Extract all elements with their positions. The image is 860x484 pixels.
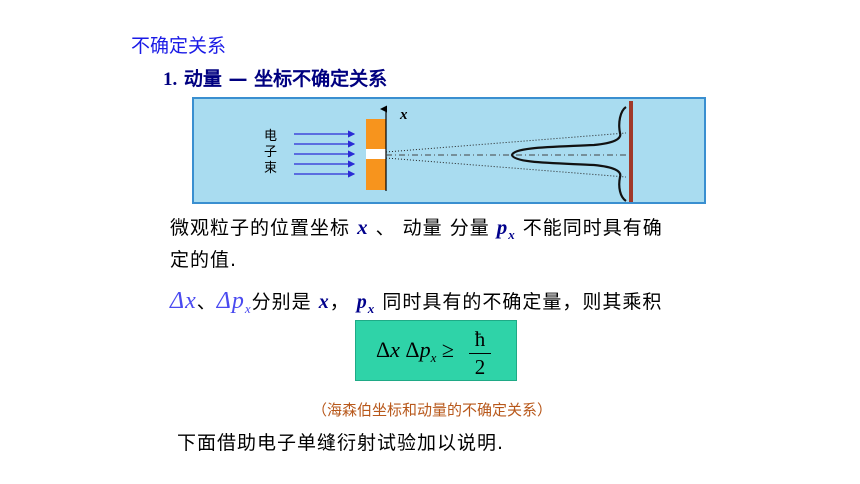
uncertainty-formula-box: Δx Δpx ≥ ħ 2 [355,320,517,381]
numerator: ħ [474,327,486,351]
var-x: x [318,291,330,313]
text-segment: 、 动量 分量 [375,217,490,239]
bottom-text: 下面借助电子单缝衍射试验加以说明. [177,432,505,454]
var-p: px [496,215,516,242]
text-segment: ， [329,291,350,313]
heisenberg-note: （海森伯坐标和动量的不确定关系） [312,401,553,419]
uncertainty-formula: Δx Δpx ≥ [376,337,454,365]
hbar-over-2-fraction: ħ 2 [469,327,491,380]
delta-p: Δpx [216,288,252,316]
electron-beam-label: 电 子 束 [264,129,277,177]
paragraph-line-3: Δx、Δpx分别是 x， px 同时具有的不确定量，则其乘积 [170,287,662,317]
subtitle: 1. 动量 — 坐标不确定关系 [163,64,387,91]
text-segment: 分别是 [251,291,312,313]
diffraction-intensity-curve [510,106,627,202]
divergence-line-lower [385,157,627,178]
electron-beam-arrows [294,130,356,178]
subtitle-number: 1. [163,69,178,90]
delta-x: Δx [170,288,197,314]
fraction-bar [469,353,491,354]
paragraph-line-2: 定的值. [170,249,238,271]
text-segment: 不能同时具有确 [522,217,663,239]
paragraph-line-1: 微观粒子的位置坐标 x 、 动量 分量 px 不能同时具有确 [170,213,663,243]
var-p: px [356,291,376,316]
var-x: x [357,215,369,239]
denominator: 2 [474,355,486,379]
x-axis-label: x [400,107,408,123]
text-segment: 、 [196,291,217,313]
beam-label-char: 子 [264,145,278,160]
slit [366,119,386,190]
subtitle-text: 动量 — 坐标不确定关系 [183,68,388,90]
single-slit-diagram: x 电 子 束 [192,97,706,204]
section-title: 不确定关系 [131,35,227,57]
diagram-svg [294,101,633,202]
divergence-line-upper [385,132,627,153]
beam-label-char: 电 [264,129,278,144]
beam-label-char: 束 [264,161,278,176]
text-segment: 微观粒子的位置坐标 [170,217,351,239]
text-segment: 同时具有的不确定量，则其乘积 [382,291,663,313]
